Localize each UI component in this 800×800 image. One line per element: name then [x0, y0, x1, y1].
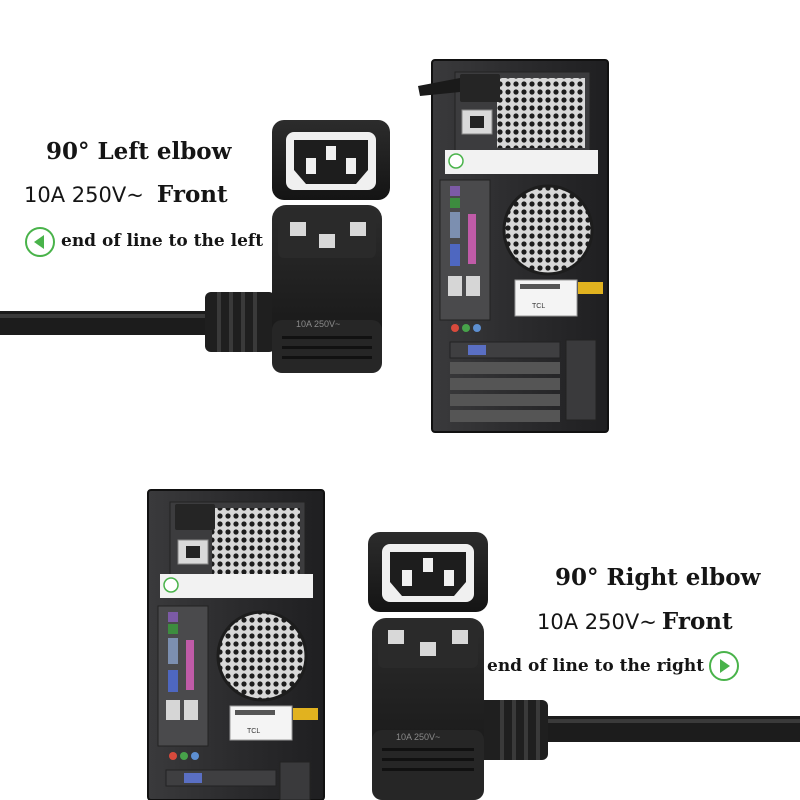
right-rating: 10A 250V~ [537, 610, 657, 634]
right-arrow-badge [709, 651, 739, 681]
right-elbow-title: 90° Right elbow [555, 564, 761, 591]
left-rating-line: 10A 250V~ Front [24, 181, 228, 208]
left-elbow-plug: 10A 250V~ [0, 120, 390, 373]
chevron-right-icon [720, 659, 730, 673]
left-direction-text: end of line to the left [61, 231, 264, 251]
pc-tower-top: TCL [418, 59, 609, 433]
right-elbow-plug: 10A 250V~ [368, 532, 800, 800]
right-front-label: Front [661, 608, 733, 635]
left-arrow-badge [25, 227, 55, 257]
label-brand-top: TCL [532, 303, 545, 310]
left-elbow-title: 90° Left elbow [46, 138, 232, 165]
right-rating-line: 10A 250V~ Front [537, 608, 733, 635]
left-rating: 10A 250V~ [24, 183, 144, 207]
right-direction-text: end of line to the right [487, 656, 705, 676]
left-front-label: Front [156, 181, 228, 208]
chevron-left-icon [34, 235, 44, 249]
label-brand-bottom: TCL [247, 728, 260, 735]
pc-tower-bottom: TCL [147, 489, 325, 800]
left-plug-rating: 10A 250V~ [296, 319, 340, 329]
right-plug-rating: 10A 250V~ [396, 732, 440, 742]
